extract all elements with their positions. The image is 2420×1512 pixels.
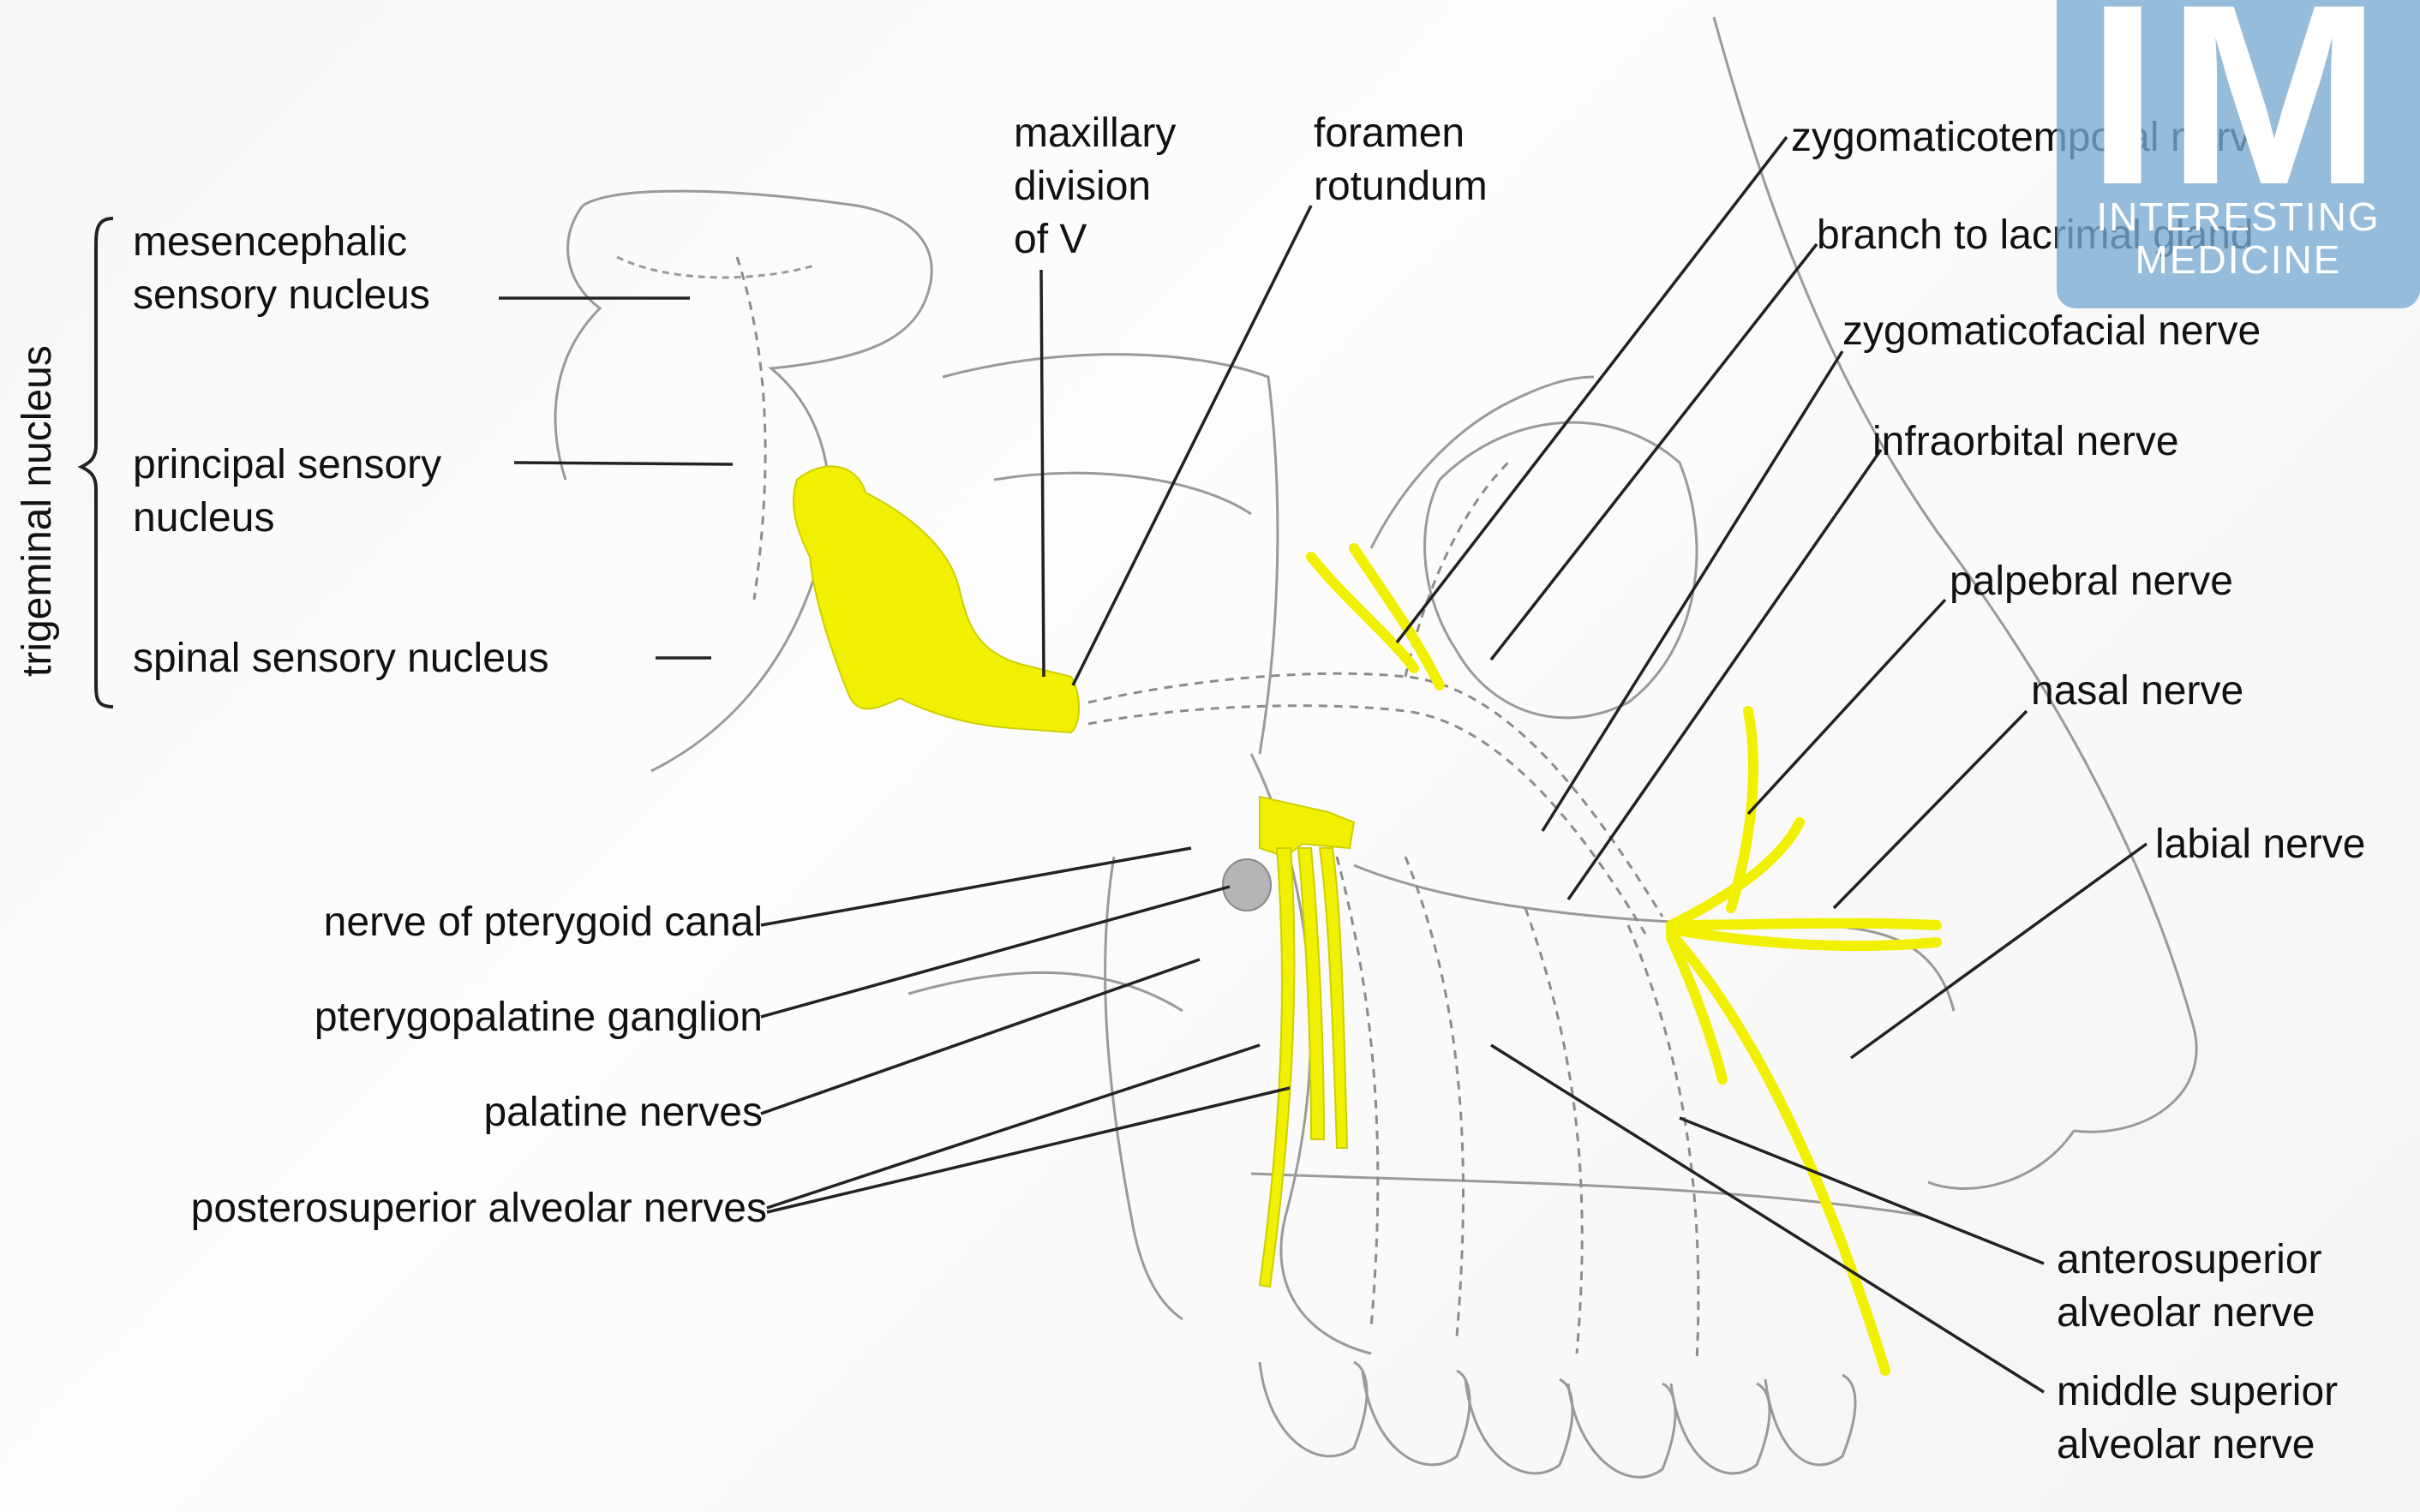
leader-posterosuperior-1 <box>767 1045 1260 1208</box>
anterosuperior-label: anterosuperior alveolar nerve <box>2057 1234 2322 1340</box>
zygomaticofacial-label: zygomaticofacial nerve <box>1842 305 2261 358</box>
labial-label: labial nerve <box>2155 818 2365 871</box>
pterygopalatine-label: pterygopalatine ganglion <box>210 991 763 1044</box>
leader-anterosuperior <box>1680 1118 2044 1264</box>
infraorbital-fan-2 <box>1671 929 1937 946</box>
palatine-label: palatine nerves <box>210 1086 763 1139</box>
mesencephalic-label: mesencephalic sensory nucleus <box>133 216 430 322</box>
skull-base-inner <box>994 473 1251 514</box>
nasal-label: nasal nerve <box>2031 665 2243 718</box>
leader-posterosuperior-2 <box>767 1088 1290 1212</box>
pterygoid-plate <box>1105 857 1183 1319</box>
infraorbital-fan-1 <box>1671 923 1937 925</box>
palpebral-label: palpebral nerve <box>1950 555 2233 608</box>
spinal-label: spinal sensory nucleus <box>133 632 549 685</box>
trigeminal-bracket <box>81 218 113 707</box>
palate-outline <box>908 972 1183 1011</box>
labial-yellow <box>1671 934 1885 1371</box>
teeth-6 <box>1765 1375 1855 1465</box>
logo-mark: IM <box>2057 0 2420 223</box>
leader-principal <box>514 463 733 464</box>
logo-text: INTERESTING MEDICINE <box>2057 195 2420 281</box>
maxillary-division-label: maxillary division of V <box>1014 107 1176 266</box>
leader-nasal <box>1834 711 2027 908</box>
leader-middle-superior <box>1491 1045 2044 1392</box>
brainstem-left-edge <box>555 206 600 480</box>
principal-label: principal sensory nucleus <box>133 439 441 545</box>
cheek-outline <box>1354 865 1954 1011</box>
teeth-1 <box>1260 1362 1367 1456</box>
teeth-2 <box>1363 1371 1470 1465</box>
brainstem-groove <box>617 257 814 278</box>
alveolar-course-2 <box>1405 857 1464 1336</box>
pterygoid-canal-label: nerve of pterygoid canal <box>210 896 763 949</box>
zygomatic-arch <box>1371 377 1594 548</box>
foramen-rotundum-label: foramen rotundum <box>1314 107 1488 213</box>
trigeminal-ganglion-highlight <box>794 466 1079 732</box>
teeth-4 <box>1568 1384 1675 1477</box>
trigeminal-nucleus-label: trigeminal nucleus <box>14 345 61 677</box>
palatine-nerve-highlight-2 <box>1298 848 1324 1139</box>
leader-palatine <box>761 959 1200 1114</box>
nerve-course-lower <box>1088 706 1645 934</box>
leader-palpebral <box>1748 600 1945 814</box>
leader-maxillary <box>1041 270 1044 677</box>
nerve-course-upper <box>1088 673 1662 917</box>
palatine-nerve-highlight-1 <box>1260 848 1294 1287</box>
alveolar-course-4 <box>1628 925 1698 1362</box>
leader-labial <box>1851 844 2147 1058</box>
teeth-5 <box>1671 1384 1770 1473</box>
infraorbital-label: infraorbital nerve <box>1872 415 2179 469</box>
spinal-tract <box>737 257 765 600</box>
leader-lacrimal <box>1491 244 1817 660</box>
pterygopalatine-ganglion-shape <box>1223 859 1271 911</box>
middle-superior-label: middle superior alveolar nerve <box>2057 1366 2338 1472</box>
teeth-3 <box>1465 1379 1572 1473</box>
nose-tip <box>1928 1131 2074 1189</box>
leader-pterygoid-canal <box>761 848 1191 925</box>
interesting-medicine-logo: IM INTERESTING MEDICINE <box>2057 0 2420 308</box>
posterosuperior-label: posterosuperior alveolar nerves <box>34 1182 767 1235</box>
leader-infraorbital <box>1568 450 1881 899</box>
yellow-nerve-lines <box>1311 548 1937 1371</box>
alveolar-course-3 <box>1525 908 1582 1354</box>
